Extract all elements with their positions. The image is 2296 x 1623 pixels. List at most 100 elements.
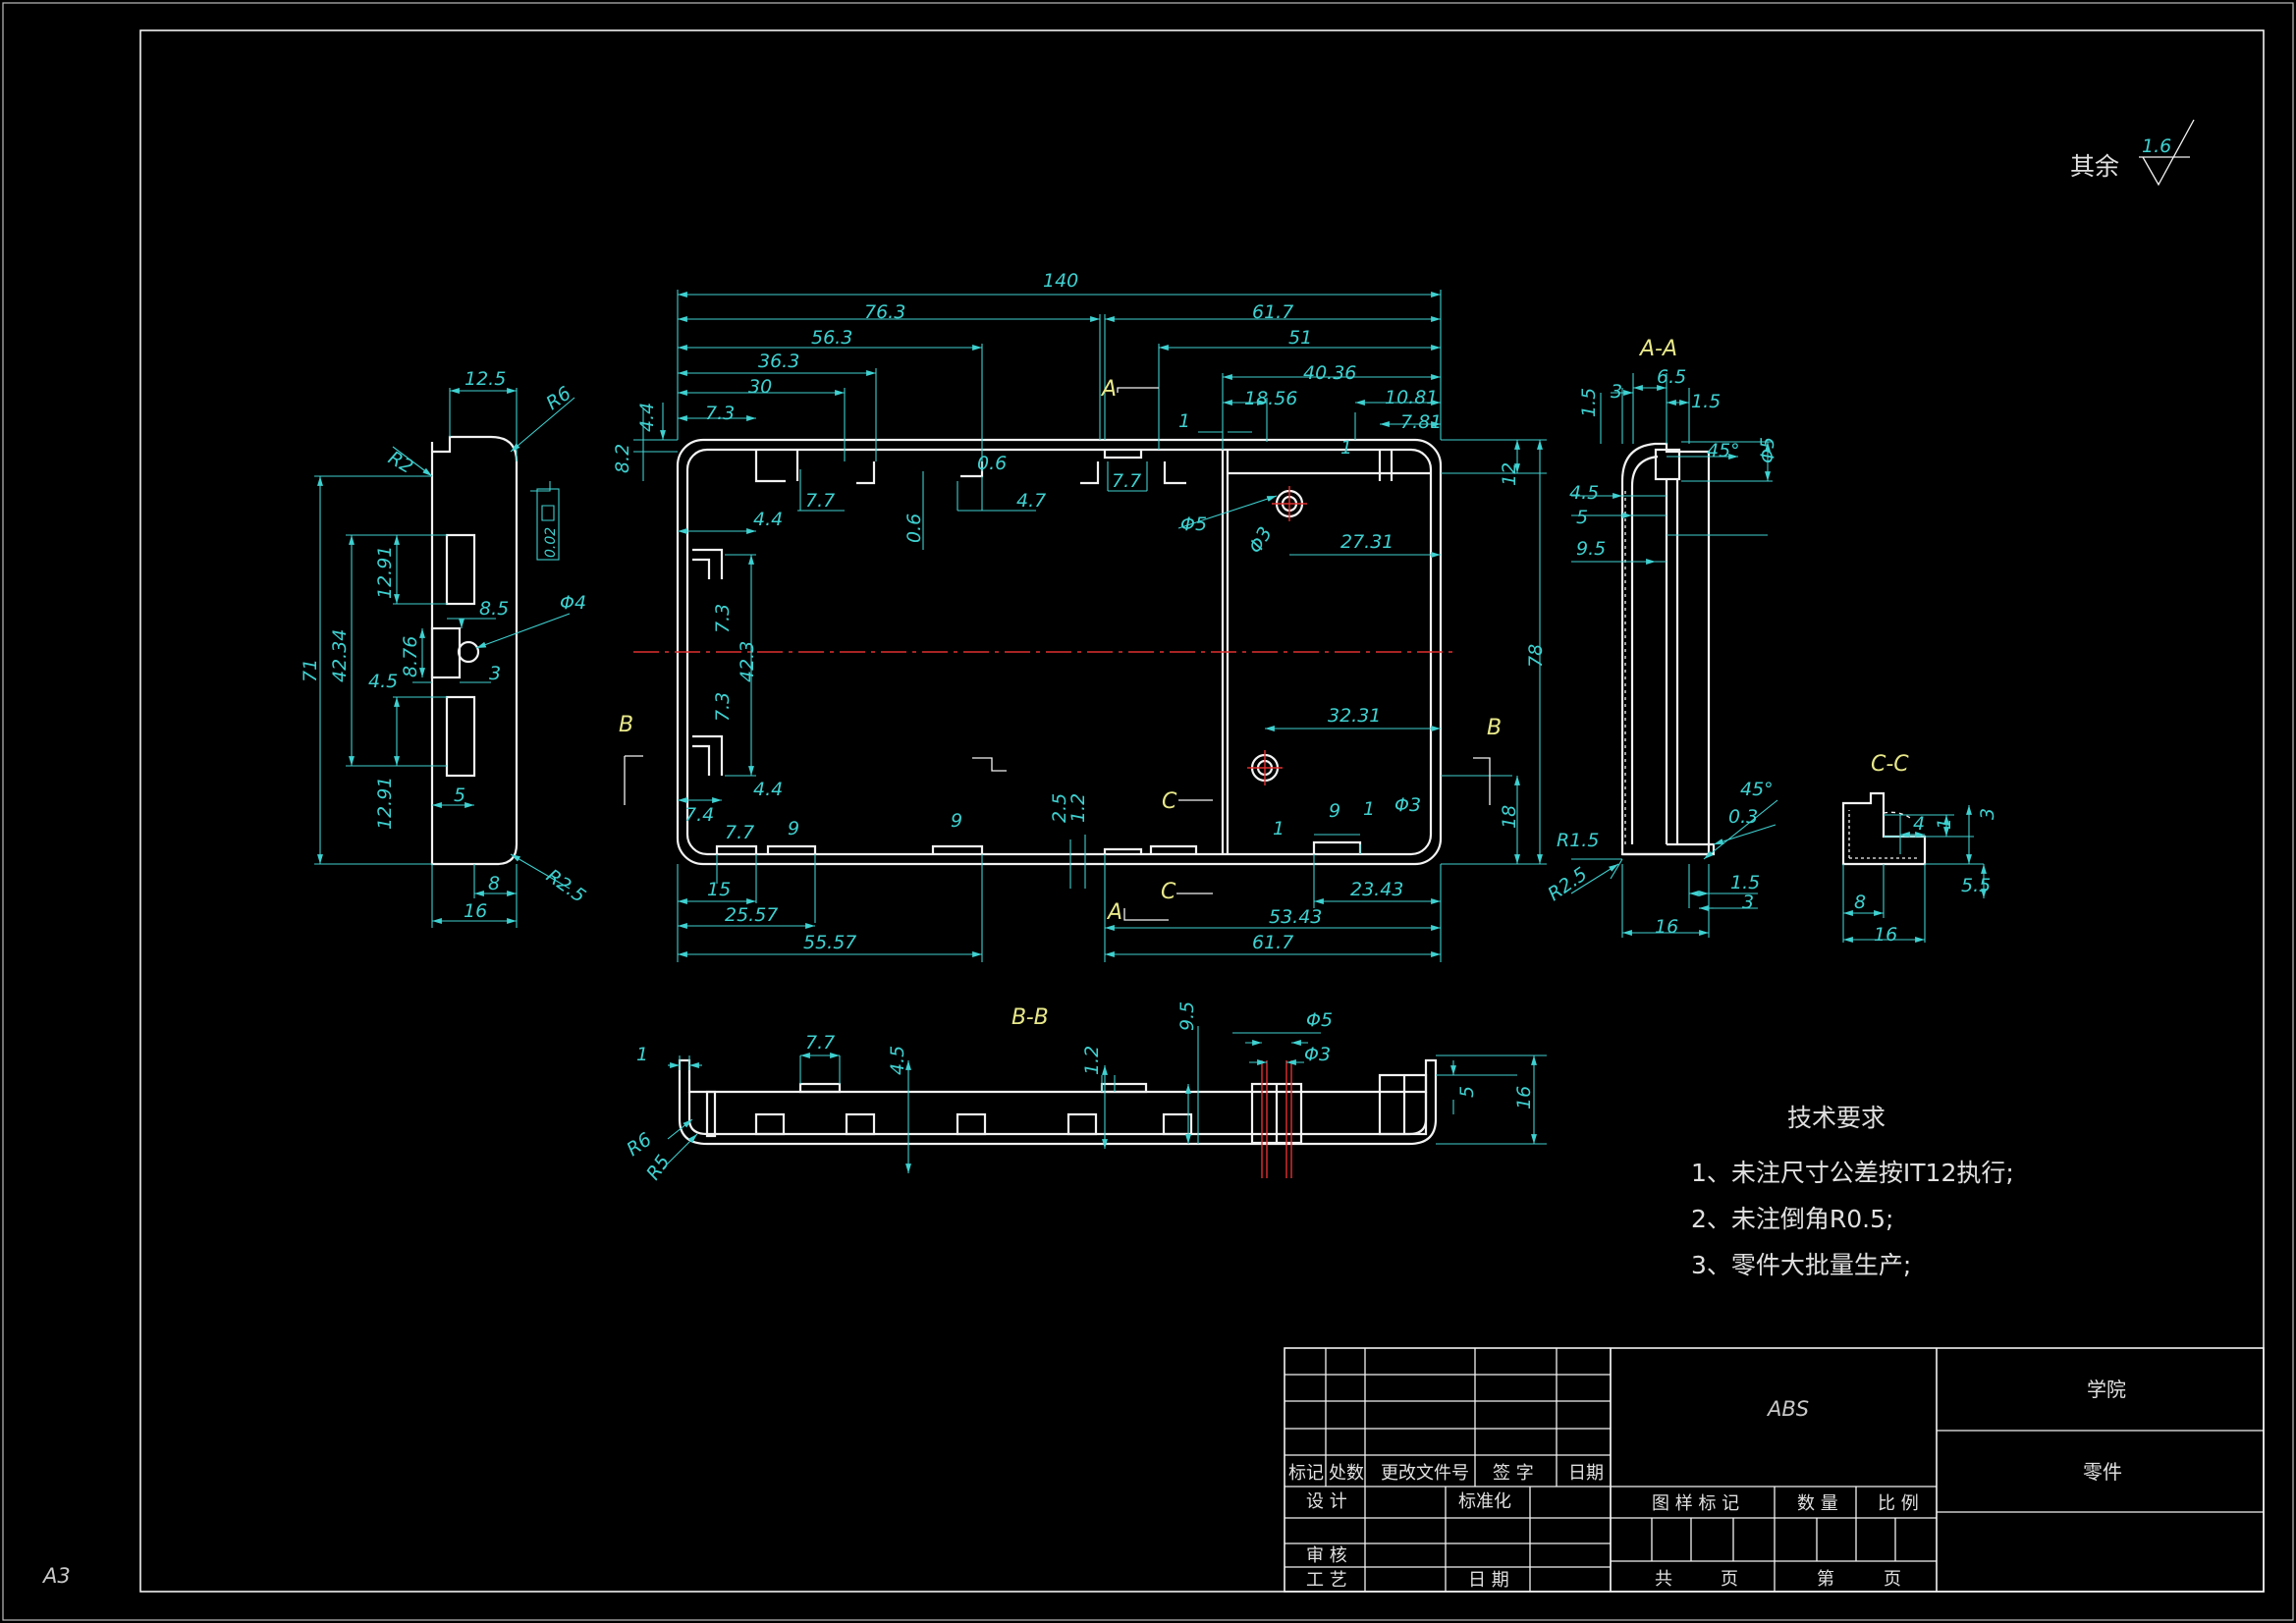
bottom-clip-1 (715, 844, 758, 854)
tb-design: 设 计 (1306, 1491, 1347, 1512)
tech-req-item-2: 2、未注倒角R0.5; (1691, 1205, 1893, 1233)
left-clip-2 (692, 734, 724, 776)
dim-aa-4-5: 4.5 (1569, 482, 1599, 504)
bottom-clip-6 (1312, 840, 1362, 854)
bb-clip-2 (1100, 1082, 1148, 1094)
dim-7-81: 7.81 (1400, 411, 1442, 433)
tb-page: 页 (1721, 1569, 1738, 1590)
dim-7-3-v1: 7.3 (712, 604, 734, 633)
dim-left-phi4: Φ4 (560, 592, 586, 614)
tb-doc-header: 更改文件号 (1381, 1463, 1469, 1484)
dim-aa-16: 16 (1655, 916, 1678, 938)
dim-25-57: 25.57 (725, 904, 778, 926)
tb-count-header: 处数 (1329, 1463, 1364, 1484)
tb-mark-header: 标记 (1288, 1463, 1324, 1484)
surface-roughness-symbol: 其余 1.6 (2070, 119, 2195, 187)
surface-other-label: 其余 (2070, 152, 2119, 181)
tb-drawing-mark: 图 样 标 记 (1652, 1493, 1739, 1514)
dim-cc-16: 16 (1874, 924, 1897, 946)
dim-aa-9-5: 9.5 (1576, 538, 1606, 560)
dim-aa-0-3: 0.3 (1728, 806, 1758, 828)
bb-hole-centerlines (1261, 1060, 1292, 1178)
tb-process: 工 艺 (1306, 1570, 1347, 1591)
tb-standardize: 标准化 (1458, 1491, 1511, 1512)
flatness-value: 0.02 (543, 527, 559, 558)
dim-1-c: 1 (1363, 798, 1375, 820)
dim-15: 15 (707, 879, 731, 900)
section-bb-title: B-B (1011, 1005, 1049, 1030)
dim-10-81: 10.81 (1385, 387, 1438, 408)
tb-date: 日 期 (1468, 1570, 1509, 1591)
dim-aa-6-5: 6.5 (1657, 366, 1686, 388)
dim-left-R6: R6 (542, 383, 574, 415)
dim-2-5: 2.5 (1049, 793, 1070, 823)
dim-aa-3: 3 (1611, 381, 1622, 403)
section-marker-b-left: B (619, 713, 633, 737)
section-aa-title: A-A (1638, 337, 1677, 361)
left-view-slot-top (445, 533, 476, 606)
dim-aa-R2-5: R2.5 (1544, 863, 1591, 905)
title-block: 标记 处数 更改文件号 签 字 日期 设 计 标准化 审 核 工 艺 日 期 A… (1284, 1347, 2265, 1593)
tech-req-item-3: 3、零件大批量生产; (1691, 1251, 1911, 1279)
bb-rib-4 (956, 1112, 987, 1136)
left-side-view: 0.02 (430, 435, 560, 866)
dim-18-56: 18.56 (1244, 388, 1297, 409)
dim-bb-4-5: 4.5 (887, 1046, 908, 1075)
left-view-slot-mid (430, 626, 462, 679)
tb-quantity: 数 量 (1797, 1493, 1838, 1514)
dim-left-5: 5 (454, 784, 465, 806)
section-aa-view: A-A (1620, 337, 1716, 856)
dim-aa-phi5: Φ5 (1757, 437, 1778, 463)
dim-bb-phi3: Φ3 (1304, 1044, 1331, 1065)
bb-rib-2 (754, 1112, 786, 1136)
dim-bb-1-2: 1.2 (1081, 1046, 1103, 1075)
dim-51: 51 (1288, 327, 1312, 349)
dim-bb-R6: R6 (623, 1129, 655, 1162)
clip-4 (1080, 461, 1100, 485)
dim-left-4-5: 4.5 (368, 671, 398, 692)
dim-36-3: 36.3 (758, 351, 799, 372)
clip-1 (754, 450, 799, 483)
tb-sign-header: 签 字 (1493, 1463, 1534, 1484)
left-view-hole (457, 640, 480, 664)
dim-cc-5-5: 5.5 (1961, 875, 1991, 896)
dim-cc-4: 4 (1913, 813, 1925, 835)
dim-bb-7-7: 7.7 (805, 1032, 835, 1054)
tech-req-item-1: 1、未注尺寸公差按IT12执行; (1691, 1159, 2014, 1187)
dim-4-4-b: 4.4 (753, 779, 783, 800)
section-aa-dimension-text: 1.5 3 6.5 1.5 45° Φ5 4.5 5 9.5 45° 0.3 R… (1544, 366, 1778, 938)
dim-9-a: 9 (788, 818, 799, 839)
tb-part-name: 零件 (2083, 1460, 2122, 1484)
dim-aa-1-5-b: 1.5 (1691, 391, 1721, 412)
dim-9-c: 9 (1329, 800, 1340, 822)
left-view-slot-bottom (445, 695, 476, 778)
dim-bb-9-5: 9.5 (1176, 1001, 1198, 1031)
dim-7-7-b: 7.7 (1112, 470, 1141, 492)
dim-4-7: 4.7 (1016, 490, 1046, 512)
dim-23-43: 23.43 (1350, 879, 1403, 900)
dim-7-3: 7.3 (705, 403, 735, 424)
bb-clip-1 (798, 1082, 842, 1094)
dim-left-12-91-a: 12.91 (374, 546, 396, 599)
dim-aa-1-5-c: 1.5 (1730, 872, 1760, 893)
tb-review: 审 核 (1306, 1545, 1347, 1566)
dim-7-7-a: 7.7 (805, 490, 835, 512)
dim-18: 18 (1499, 805, 1520, 829)
dim-4-4-left: 4.4 (636, 403, 658, 432)
dim-4-4-a: 4.4 (753, 509, 783, 530)
dim-aa-45deg-b: 45° (1740, 779, 1774, 800)
dim-left-42-34: 42.34 (329, 629, 351, 682)
tb-sheet-no: 第 (1817, 1569, 1834, 1590)
dim-9-b: 9 (951, 810, 962, 832)
section-aa-dimension-lines (1570, 373, 1778, 938)
dim-cc-8: 8 (1854, 892, 1866, 913)
main-dimension-lines (633, 290, 1547, 962)
dim-3-c: Φ3 (1394, 794, 1421, 816)
dim-32-31: 32.31 (1328, 705, 1381, 727)
tb-page-2: 页 (1884, 1569, 1901, 1590)
dim-1-bottom: 1 (1273, 818, 1285, 839)
bb-outline (678, 1058, 1438, 1146)
